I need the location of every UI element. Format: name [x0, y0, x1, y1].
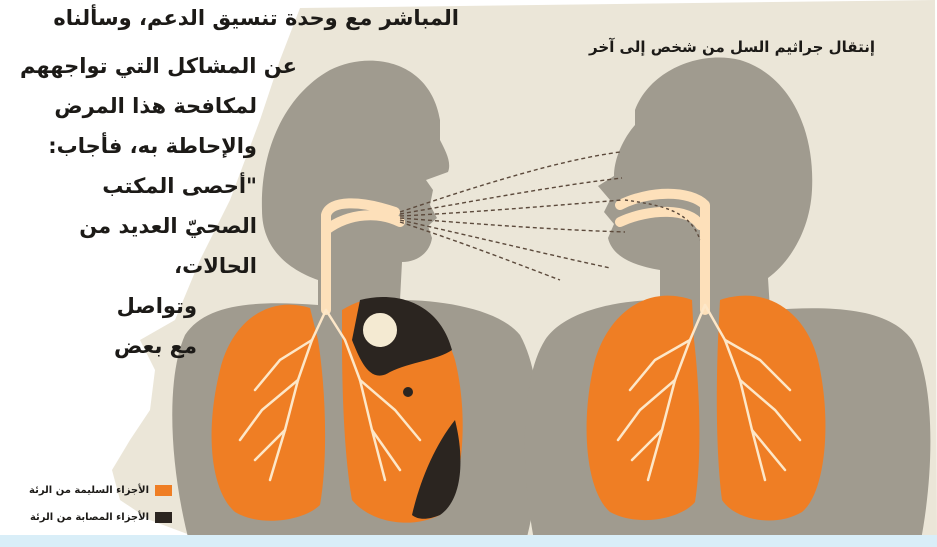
- diagram-caption: إنتقال جراثيم السل من شخص إلى آخر: [589, 38, 875, 56]
- legend-healthy-swatch: [155, 485, 172, 496]
- legend-infected-label: الأجزاء المصابة من الرئة: [30, 512, 149, 523]
- bottom-strip: [0, 535, 937, 547]
- article-line-3: لمكافحة هذا المرض: [54, 96, 257, 117]
- article-line-6: الصحيّ العديد من: [79, 216, 257, 237]
- legend-healthy: الأجزاء السليمة من الرئة: [0, 485, 172, 496]
- legend-healthy-label: الأجزاء السليمة من الرئة: [29, 485, 149, 496]
- legend-infected-swatch: [155, 512, 172, 523]
- article-line-5: "أحصى المكتب: [102, 176, 257, 197]
- article-line-2: عن المشاكل التي تواجههم: [20, 56, 297, 77]
- tb-lesion-small: [403, 387, 413, 397]
- article-line-8: وتواصل: [117, 296, 197, 317]
- tb-lesion: [362, 312, 398, 348]
- article-line-4: والإحاطة به، فأجاب:: [48, 136, 257, 157]
- article-line-1: المباشر مع وحدة تنسيق الدعم، وسألناه: [53, 8, 459, 29]
- legend-infected: الأجزاء المصابة من الرئة: [0, 512, 172, 523]
- article-line-9: مع بعض: [114, 336, 197, 357]
- article-line-7: الحالات،: [174, 256, 257, 277]
